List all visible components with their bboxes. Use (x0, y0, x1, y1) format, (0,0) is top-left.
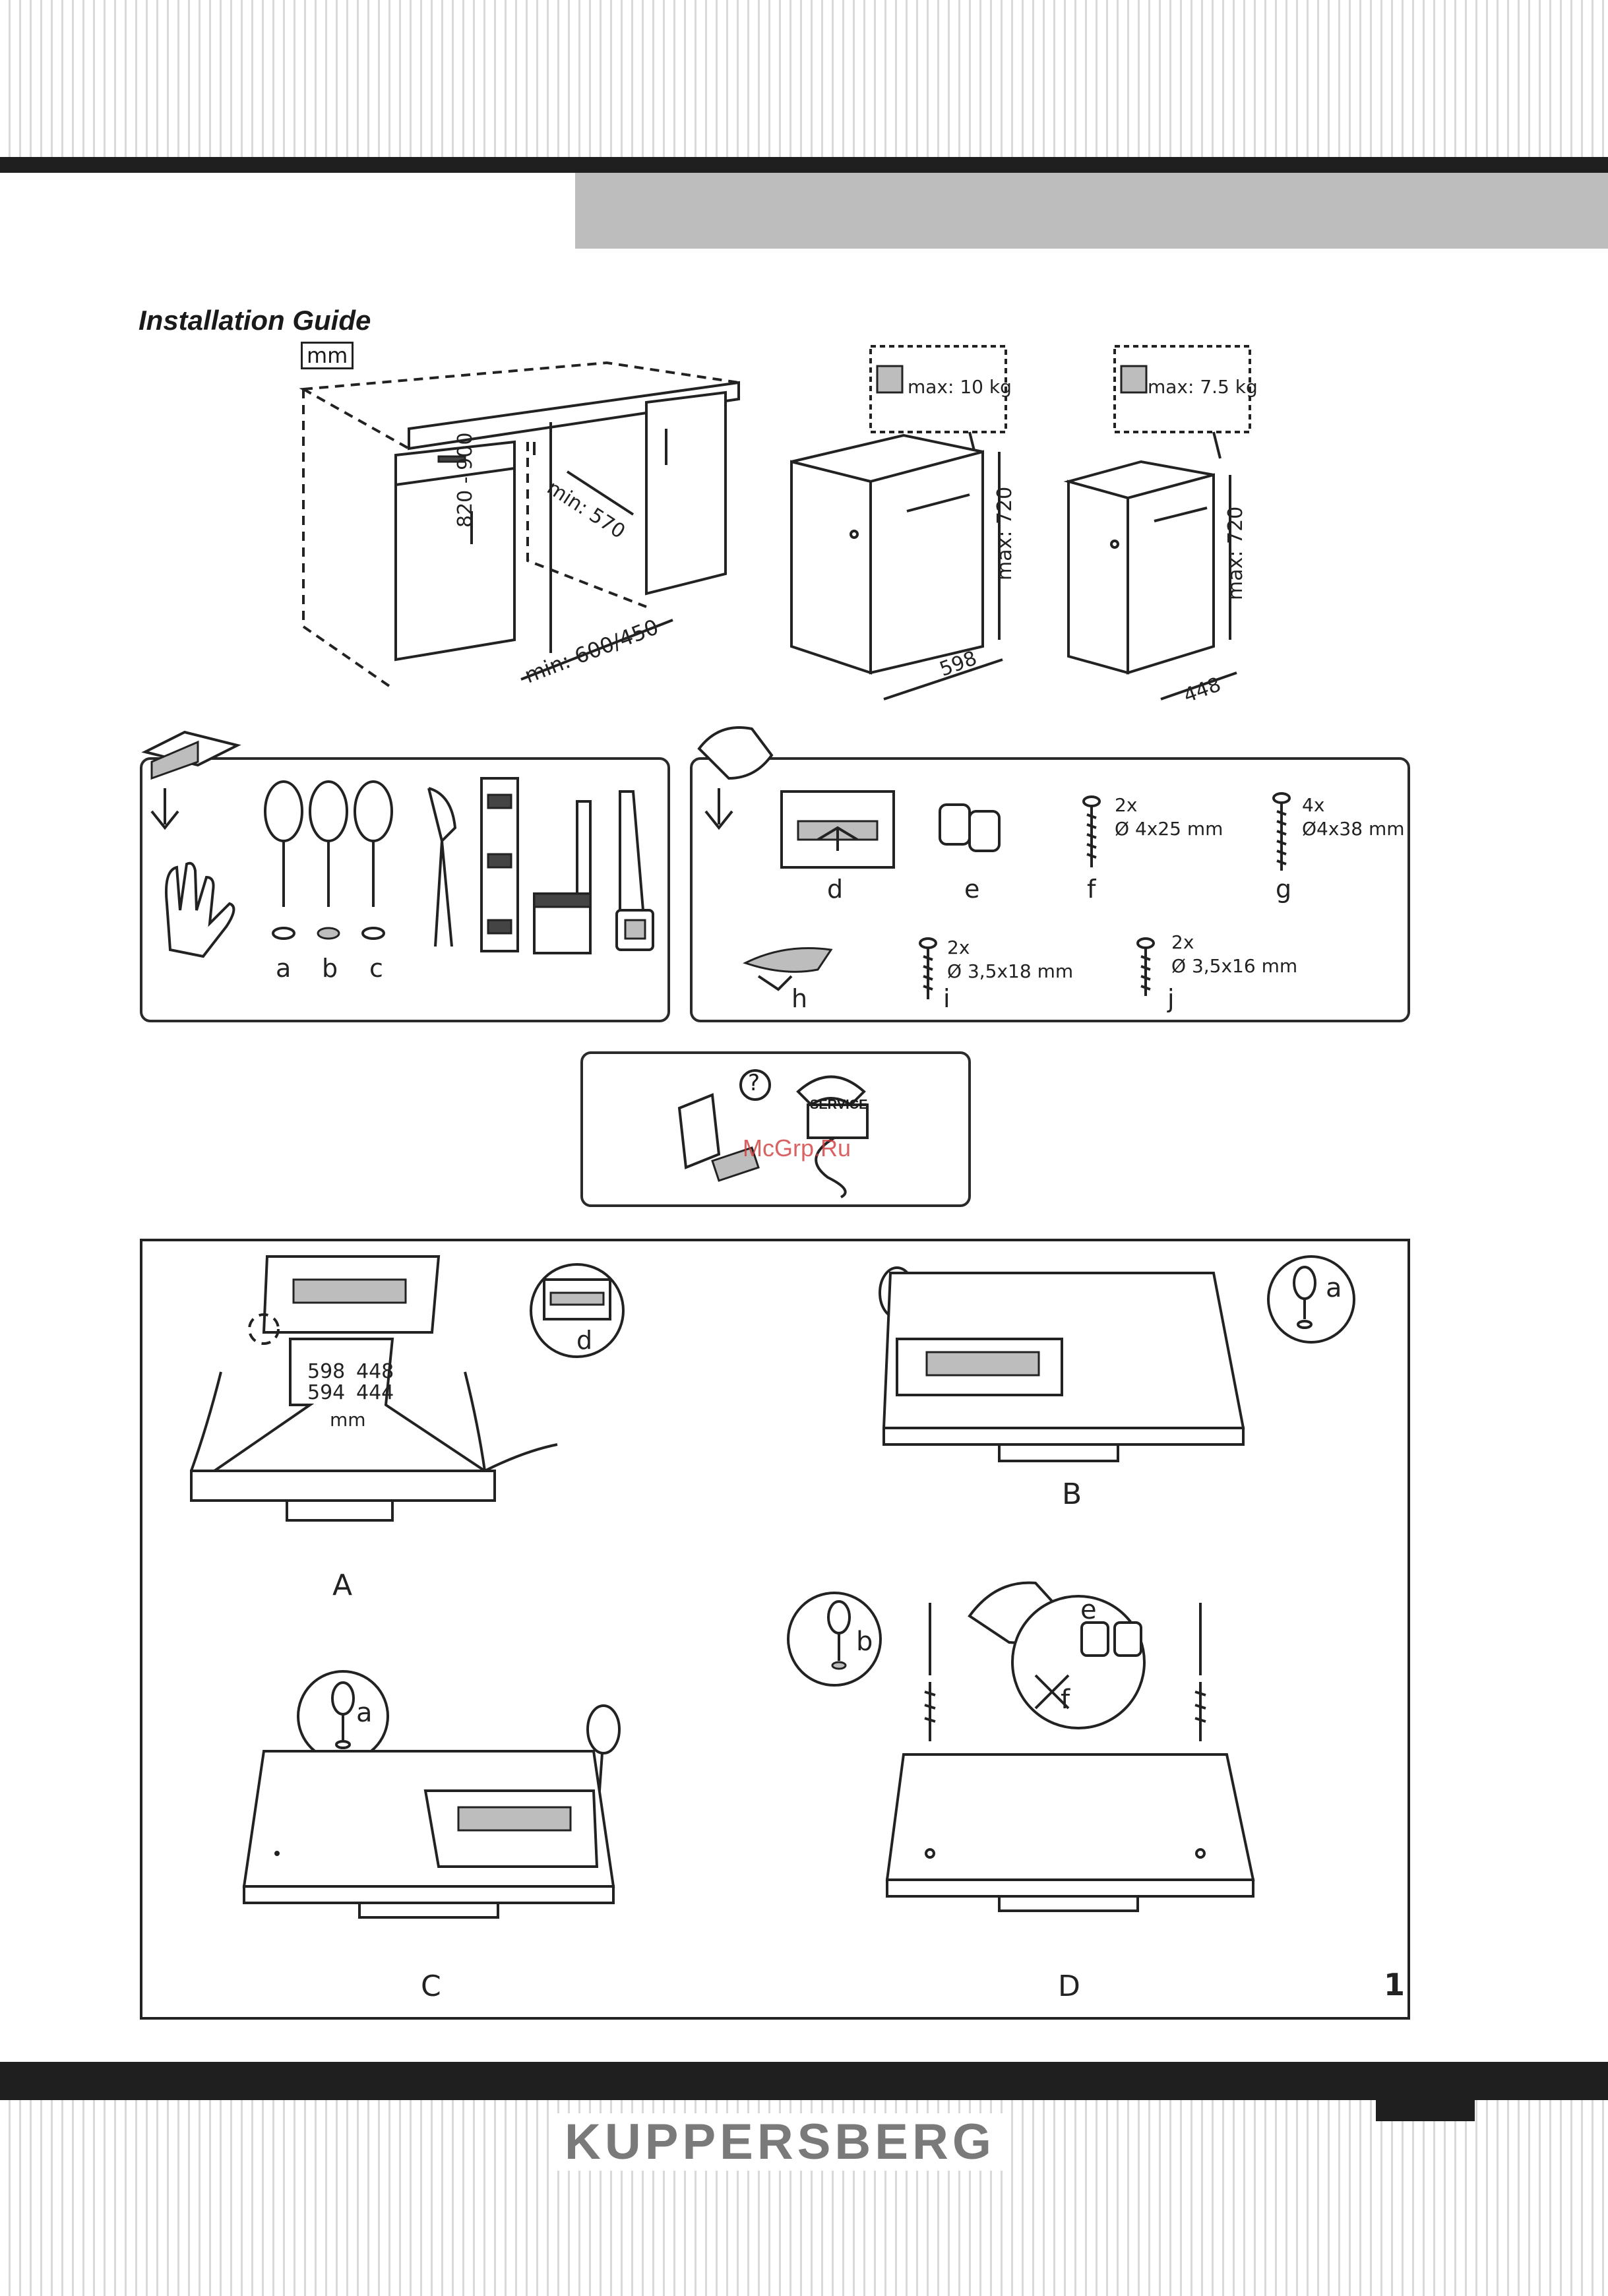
parts-bag-icon (693, 722, 778, 834)
part-h-label: h (791, 984, 807, 1013)
saw-icon (613, 785, 660, 956)
step-d-drawing (884, 1596, 1280, 1919)
part-h-clip (739, 937, 838, 996)
part-g-label: g (1276, 875, 1291, 904)
part-i-qty: 2x (947, 937, 970, 958)
step-a-dim-448: 448 (356, 1360, 394, 1383)
service-badge: SERVICE (810, 1098, 867, 1113)
brand-logo: KUPPERSBERG (557, 2113, 1003, 2171)
weight-small-label: max: 7.5 kg (1148, 376, 1258, 398)
step-b-label: B (1062, 1477, 1082, 1511)
step-a-d-label: d (576, 1326, 592, 1355)
part-i-label: i (943, 984, 950, 1013)
height-range-label: 820 - 900 (454, 433, 477, 528)
weight-large-label: max: 10 kg (908, 376, 1012, 398)
step-d-label: D (1058, 1970, 1080, 2003)
step-c-drawing (241, 1715, 623, 1913)
step-b-tool-circle (1265, 1253, 1357, 1346)
service-phone-icon (788, 1065, 874, 1197)
step-b-tool-label: a (1326, 1273, 1342, 1303)
part-f-size: Ø 4x25 mm (1115, 818, 1223, 840)
square-ruler-icon (531, 795, 610, 956)
question-mark: ? (748, 1070, 760, 1096)
step-a-dim-594: 594 (307, 1381, 345, 1404)
part-d-template (778, 788, 897, 871)
step-a-dim-444: 444 (356, 1381, 394, 1404)
step-d-tool-label: b (856, 1627, 873, 1657)
tool-b-label: b (322, 954, 338, 983)
part-i-screw (918, 937, 938, 1006)
step-c-label: C (421, 1970, 441, 2003)
part-j-size: Ø 3,5x16 mm (1171, 955, 1297, 977)
step-b-drawing (871, 1266, 1266, 1464)
spirit-level-icon (478, 775, 524, 956)
part-f-screw (1082, 795, 1101, 874)
tool-a-label: a (276, 954, 291, 983)
tool-c-label: c (369, 954, 383, 983)
section-title: Installation Guide (139, 305, 371, 336)
service-panel (580, 1051, 971, 1207)
footer-bar (0, 2062, 1608, 2100)
part-f-label: f (1087, 875, 1096, 904)
pliers-icon (416, 782, 468, 953)
max-height-large-label: max: 720 (993, 487, 1016, 580)
step-a-label: A (332, 1568, 352, 1602)
part-j-qty: 2x (1171, 931, 1194, 953)
screwdrivers-icon (257, 775, 402, 946)
part-g-size: Ø4x38 mm (1302, 818, 1405, 840)
part-g-screw (1272, 791, 1291, 877)
watermark: McGrp.Ru (743, 1134, 851, 1162)
part-d-label: d (827, 875, 843, 904)
toolbox-icon (139, 726, 244, 831)
gloves-icon (157, 851, 249, 956)
footer-tab (1376, 2097, 1475, 2121)
part-f-qty: 2x (1115, 794, 1137, 816)
max-height-small-label: max: 720 (1224, 507, 1247, 600)
part-g-qty: 4x (1302, 794, 1324, 816)
step-a-unit: mm (330, 1409, 366, 1431)
part-j-label: j (1167, 984, 1175, 1013)
header-bar (0, 157, 1608, 173)
figure-number: 1 (1384, 1967, 1405, 2002)
part-i-size: Ø 3,5x18 mm (947, 960, 1073, 982)
part-e-caps (933, 795, 1012, 861)
step-a-dim-598: 598 (307, 1360, 345, 1383)
cabinet-niche-drawing (290, 343, 765, 686)
header-stripes (0, 0, 1608, 157)
manual-book-icon (673, 1069, 758, 1194)
part-e-label: e (964, 875, 979, 904)
header-grey-band (575, 173, 1608, 249)
part-j-screw (1136, 937, 1156, 1003)
